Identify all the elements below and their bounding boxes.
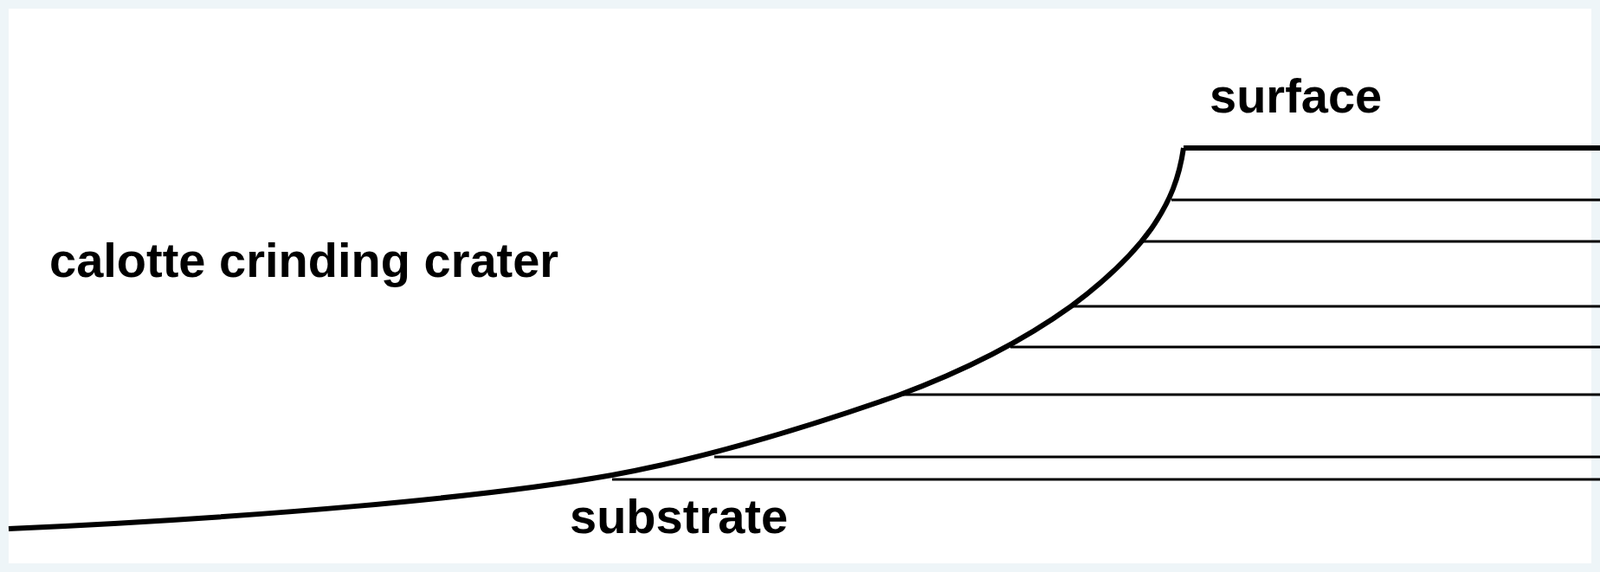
layer-line (714, 456, 1600, 459)
crater-profile (8, 148, 1184, 530)
layer-line (612, 478, 1600, 482)
layer-line (902, 393, 1600, 397)
substrate-label: substrate (569, 492, 788, 542)
layer-line (1142, 240, 1600, 244)
crater-label: calotte crinding crater (49, 236, 559, 285)
layer-line (1171, 199, 1600, 202)
layer-line (1070, 305, 1600, 309)
surface-line (1183, 145, 1600, 151)
surface-label: surface (1209, 71, 1382, 121)
layer-line (1010, 346, 1600, 349)
